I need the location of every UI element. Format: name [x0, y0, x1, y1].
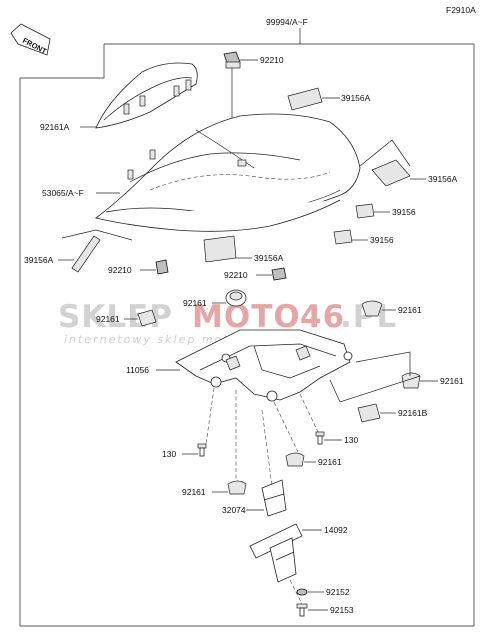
label-92161-center: 92161	[183, 298, 207, 308]
clip-92210-top	[223, 51, 241, 69]
label-32074: 32074	[222, 505, 246, 515]
label-39156A-right: 39156A	[428, 174, 458, 184]
label-11056: 11056	[126, 365, 149, 375]
label-14092: 14092	[324, 525, 348, 535]
watermark: SKLEP MOTO 46 .PL internetowy sklep moto…	[58, 299, 396, 346]
seat-cover-upper	[95, 62, 198, 129]
washer-92152	[296, 588, 308, 596]
clip-92210-mid	[271, 267, 287, 281]
assembly-frame	[19, 43, 475, 627]
bracket-14092	[249, 523, 303, 583]
label-39156-r1: 39156	[392, 207, 416, 217]
bolt-92153	[296, 603, 308, 617]
label-39156A-top: 39156A	[341, 93, 371, 103]
bracket-11056	[175, 329, 353, 402]
pad-39156-r2	[333, 229, 353, 245]
label-130-right: 130	[344, 435, 358, 445]
label-92161A: 92161A	[40, 122, 70, 132]
pad-39156A-top	[287, 87, 323, 111]
pad-39156A-right	[371, 159, 411, 187]
rubber-92161-bottom2	[227, 480, 247, 495]
label-92161-far-right: 92161	[440, 376, 464, 386]
pad-39156A-left	[71, 235, 101, 273]
rubber-92161-far-right	[401, 372, 421, 389]
label-92161-bottom1: 92161	[318, 457, 342, 467]
damper-92161-left	[137, 309, 157, 327]
label-39156A-left: 39156A	[24, 255, 54, 265]
pad-39156A-mid	[203, 235, 237, 263]
bracket-32074	[261, 479, 287, 517]
bolt-130-left	[197, 443, 207, 457]
label-130-left: 130	[162, 449, 176, 459]
label-39156A-mid: 39156A	[254, 253, 284, 263]
seat-cowl-53065	[94, 113, 361, 232]
label-92161-bottom2: 92161	[182, 487, 206, 497]
label-53065: 53065/A~F	[42, 188, 84, 198]
bolt-130-right	[315, 431, 325, 445]
rubber-92161-bottom1	[285, 452, 305, 467]
label-92161-left: 92161	[96, 314, 120, 324]
label-92161B: 92161B	[398, 408, 428, 418]
pad-92161B	[357, 403, 381, 423]
pad-39156-r1	[355, 203, 375, 219]
front-arrow-icon: FRONT	[10, 23, 51, 56]
watermark-part2: MOTO	[192, 299, 301, 335]
label-39156-r2: 39156	[370, 235, 394, 245]
label-92152: 92152	[326, 587, 350, 597]
rubber-92161-right	[361, 300, 383, 317]
label-92210-left: 92210	[108, 265, 132, 275]
label-99994: 99994/A~F	[266, 17, 308, 27]
label-92210-top: 92210	[260, 55, 284, 65]
figure-code: F2910A	[446, 5, 476, 15]
label-92161-right: 92161	[398, 305, 422, 315]
clip-92210-left	[155, 259, 169, 275]
label-92210-mid: 92210	[224, 270, 248, 280]
watermark-part3: 46	[300, 299, 345, 335]
label-92153: 92153	[330, 605, 354, 615]
